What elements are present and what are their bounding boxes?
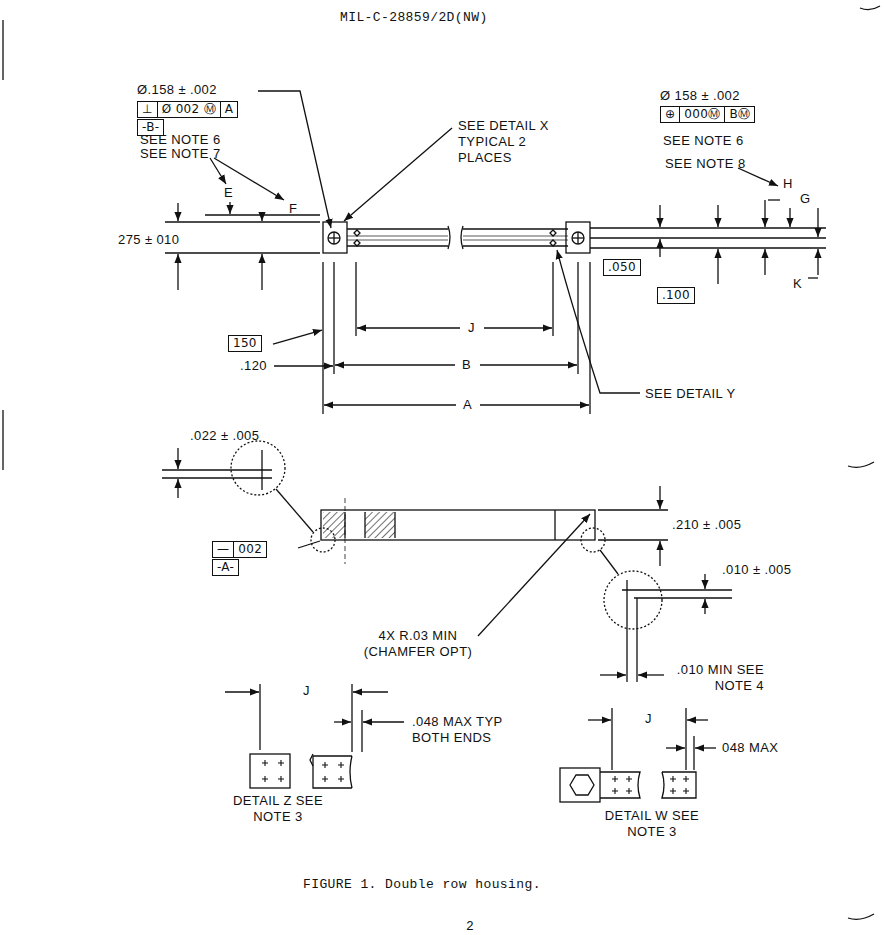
dimension-label: .010 ± .005 — [722, 562, 791, 578]
feature-control-frame: ⊥Ø 002 ⓂA — [137, 101, 238, 118]
dimension-label: .010 MIN SEE NOTE 4 — [672, 662, 764, 694]
dimension-label: 2 — [466, 919, 474, 935]
frame-cell: .100 — [658, 288, 694, 303]
frame-cell: A — [220, 102, 238, 117]
dimension-label: G — [800, 191, 811, 207]
boxed-dimension: 150 — [228, 335, 262, 352]
boxed-dimension: .050 — [603, 259, 641, 276]
dimension-label: SEE NOTE 6 — [140, 132, 221, 148]
frame-cell: 002 — [233, 542, 266, 557]
feature-control-frame: ⊕000ⓂBⓂ — [660, 106, 755, 123]
dimension-label: SEE DETAIL X TYPICAL 2 PLACES — [458, 118, 558, 166]
dimension-label: 275 ± 010 — [118, 232, 179, 248]
dimension-label: B — [462, 357, 471, 373]
dimension-label: K — [793, 276, 802, 292]
frame-cell: 000Ⓜ — [679, 107, 724, 122]
dimension-label: J — [645, 711, 652, 727]
dimension-label: DETAIL W SEE NOTE 3 — [600, 808, 704, 840]
frame-cell: ⊥ — [138, 102, 157, 117]
frame-cell: Ø 002 Ⓜ — [157, 102, 220, 117]
dimension-label: .022 ± .005 — [190, 428, 259, 444]
boxed-dimension: -A- — [212, 559, 239, 576]
dimension-label: DETAIL Z SEE NOTE 3 — [232, 793, 324, 825]
feature-control-frame: —002 — [212, 541, 267, 558]
dimension-label: F — [289, 201, 297, 217]
frame-cell: .050 — [604, 260, 640, 275]
dimension-label: A — [463, 397, 472, 413]
frame-cell: ⊕ — [661, 107, 679, 122]
dimension-label: MIL-C-28859/2D(NW) — [340, 10, 488, 26]
dimension-label: J — [303, 683, 310, 699]
boxed-dimension: .100 — [657, 287, 695, 304]
frame-cell: 150 — [229, 336, 261, 351]
frame-cell: -A- — [213, 560, 238, 575]
dimension-label: Ø.158 ± .002 — [137, 82, 217, 98]
dimension-label: J — [468, 320, 475, 336]
dimension-label: SEE NOTE 6 — [663, 133, 744, 149]
dimension-label: Ø 158 ± .002 — [660, 88, 740, 104]
figure-caption: FIGURE 1. Double row housing. — [303, 877, 541, 893]
dimension-label: .210 ± .005 — [672, 517, 741, 533]
dimension-label: 048 MAX — [722, 740, 778, 756]
dimension-label: .048 MAX TYP BOTH ENDS — [412, 714, 522, 746]
dimension-label: SEE NOTE 8 — [665, 156, 746, 172]
dimension-label: .120 — [240, 358, 267, 374]
dimension-label: SEE NOTE 7 — [140, 146, 221, 162]
dimension-label: E — [224, 185, 233, 201]
dimension-label: SEE DETAIL Y — [645, 386, 736, 402]
frame-cell: — — [213, 542, 233, 557]
frame-cell: BⓂ — [724, 107, 754, 122]
dimension-label: 4X R.03 MIN (CHAMFER OPT) — [362, 628, 474, 660]
dimension-label: H — [783, 176, 793, 192]
